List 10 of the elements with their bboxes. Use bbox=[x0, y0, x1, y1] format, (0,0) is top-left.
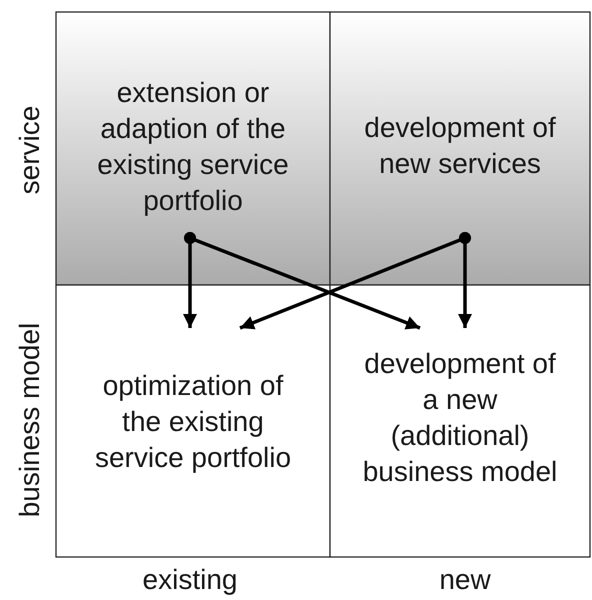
axis-label: business model bbox=[15, 322, 45, 518]
quadrant-label: extension or adaption of the existing service portfolio bbox=[96, 76, 290, 218]
arrow bbox=[184, 232, 421, 330]
axis-label: existing bbox=[142, 565, 238, 595]
axis-label: new bbox=[439, 565, 491, 595]
quadrant-label: development of a new (additional) business model bbox=[362, 347, 558, 489]
quadrant-label: development of new services bbox=[363, 111, 557, 181]
quadrant-label: optimization of the existing service portfolio bbox=[94, 369, 292, 475]
axis-label: service bbox=[15, 106, 45, 194]
arrow bbox=[458, 232, 472, 328]
